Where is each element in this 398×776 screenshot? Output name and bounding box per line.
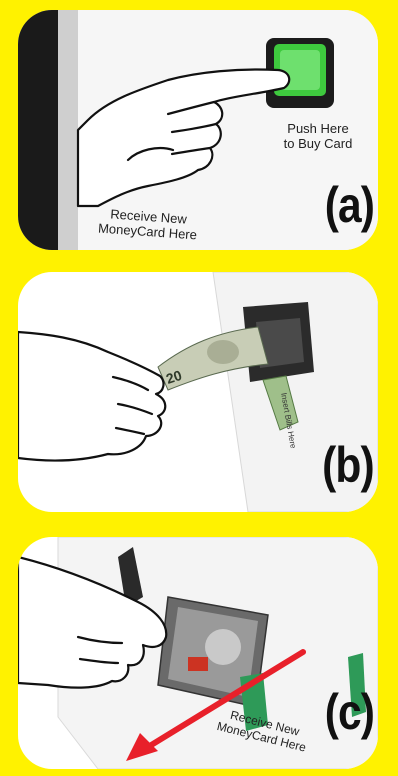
- machine-bevel: [58, 10, 78, 250]
- push-button-label-line1: Push Here: [287, 121, 348, 136]
- panel-b-insert-bill: 20 Insert Bills Here (b): [18, 272, 378, 512]
- push-button-caption: Push Here to Buy Card: [268, 122, 368, 152]
- machine-edge: [18, 10, 58, 250]
- step-label-a: (a): [325, 180, 374, 230]
- push-button-label-line2: to Buy Card: [284, 136, 353, 151]
- step-label-c: (c): [325, 687, 374, 737]
- panel-c-receive-card: Receive New MoneyCard Here (c): [18, 537, 378, 769]
- panel-a-push-button: Push Here to Buy Card Receive New MoneyC…: [18, 10, 378, 250]
- hand-holding-bill-icon: [18, 332, 165, 461]
- step-label-b: (b): [322, 440, 374, 490]
